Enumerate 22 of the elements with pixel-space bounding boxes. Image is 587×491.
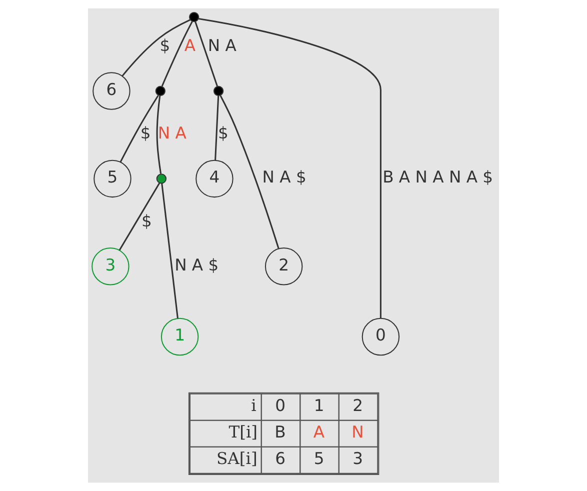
edge-label: $	[140, 124, 151, 143]
label: T[i]	[228, 422, 258, 442]
edge-label: $	[218, 124, 228, 143]
edge-label: A	[184, 36, 196, 56]
label: B	[274, 422, 286, 442]
label: N	[352, 422, 364, 442]
label: 3	[352, 449, 364, 468]
label: 6	[275, 449, 286, 468]
label: i	[251, 396, 256, 416]
edge-label: $	[141, 211, 152, 230]
edge-label: $	[160, 36, 170, 56]
label: 1	[314, 396, 324, 416]
edge-label: N A $	[174, 255, 219, 274]
label: 0	[275, 396, 286, 416]
edge-label: N A $	[262, 168, 306, 187]
edge-label: N A	[158, 124, 186, 143]
label: A	[313, 422, 325, 442]
edge-label: N A	[208, 36, 236, 56]
label: 5	[314, 449, 324, 468]
label: 2	[352, 396, 364, 416]
edge-label: B A N A N A $	[382, 168, 494, 187]
label: SA[i]	[216, 449, 258, 468]
